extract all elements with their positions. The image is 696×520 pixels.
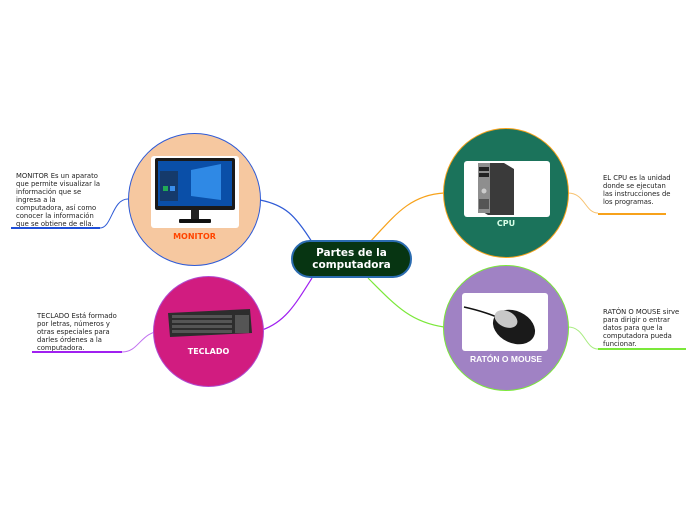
link-center-monitor bbox=[259, 199, 313, 243]
central-topic[interactable]: Partes de la computadora bbox=[291, 240, 412, 278]
note-mouse: RATÓN O MOUSE sirve para dirigir o entra… bbox=[603, 308, 680, 348]
note-monitor-underline bbox=[11, 227, 100, 229]
keyboard-image bbox=[164, 305, 254, 339]
note-teclado: TECLADO Está formado por letras, números… bbox=[37, 312, 117, 352]
link-cpu-note bbox=[567, 192, 599, 214]
monitor-image bbox=[151, 156, 239, 228]
topic-teclado-label: TECLADO bbox=[187, 347, 230, 356]
topic-cpu[interactable]: CPU bbox=[443, 128, 569, 258]
topic-mouse-label: RATÓN O MOUSE bbox=[469, 354, 543, 364]
topic-mouse[interactable]: RATÓN O MOUSE bbox=[443, 265, 569, 391]
topic-monitor[interactable]: MONITOR bbox=[128, 133, 261, 266]
note-cpu: EL CPU es la unidad donde se ejecutan la… bbox=[603, 174, 671, 206]
link-mouse-note bbox=[567, 326, 599, 350]
topic-monitor-label: MONITOR bbox=[173, 232, 216, 241]
link-monitor-note bbox=[99, 198, 129, 229]
note-mouse-underline bbox=[598, 348, 686, 350]
mouse-image bbox=[462, 293, 548, 351]
note-monitor: MONITOR Es un aparato que permite visual… bbox=[16, 172, 101, 228]
cpu-tower-image bbox=[464, 161, 550, 217]
note-cpu-underline bbox=[598, 213, 666, 215]
note-teclado-underline bbox=[32, 351, 122, 353]
link-center-teclado bbox=[261, 277, 313, 331]
central-topic-title: Partes de la computadora bbox=[312, 247, 391, 271]
topic-teclado[interactable]: TECLADO bbox=[153, 276, 264, 387]
link-center-cpu bbox=[369, 192, 445, 243]
topic-cpu-label: CPU bbox=[496, 219, 516, 228]
link-center-mouse bbox=[367, 277, 445, 328]
